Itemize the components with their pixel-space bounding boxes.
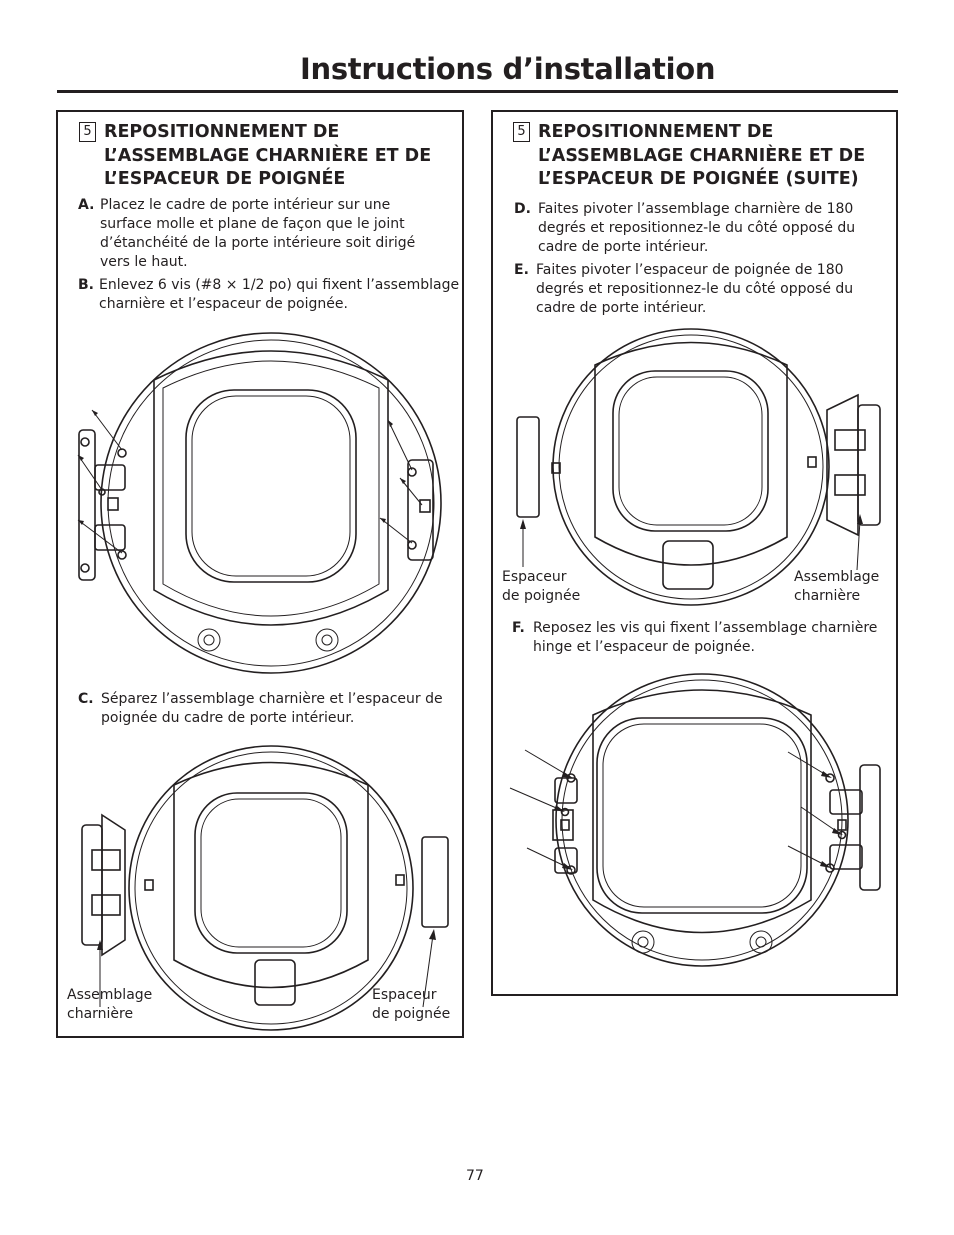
repositioned-parts-figure: [516, 328, 881, 606]
right-panel: [491, 110, 898, 996]
right-caption-hinge: Assemblage charnière: [794, 569, 880, 604]
title-rule: [57, 90, 898, 93]
step-number-badge: 5: [513, 122, 530, 142]
step-a: A. Placez le cadre de porte intérieur su…: [78, 197, 416, 270]
separated-parts-figure: [81, 745, 449, 1031]
step-b: B. Enlevez 6 vis (#8 × 1/2 po) qui fixen…: [78, 277, 460, 312]
right-caption-spacer: Espaceur de poignée: [502, 569, 581, 604]
page-title: Instructions d’installation: [300, 52, 716, 86]
page-number: 77: [466, 1168, 484, 1184]
step-number-badge: 5: [79, 122, 96, 142]
left-panel: [56, 110, 464, 1038]
door-frame-screws-figure: [77, 332, 442, 674]
reinstall-screws-figure: [509, 673, 881, 967]
left-caption-spacer: Espaceur de poignée: [372, 987, 451, 1022]
step-d: D. Faites pivoter l’assemblage charnière…: [514, 201, 856, 255]
step-c: C. Séparez l’assemblage charnière et l’e…: [78, 691, 443, 726]
step-f: F. Reposez les vis qui fixent l’assembla…: [512, 620, 878, 655]
left-caption-hinge: Assemblage charnière: [67, 987, 153, 1022]
step-e: E. Faites pivoter l’espaceur de poignée …: [514, 262, 854, 316]
